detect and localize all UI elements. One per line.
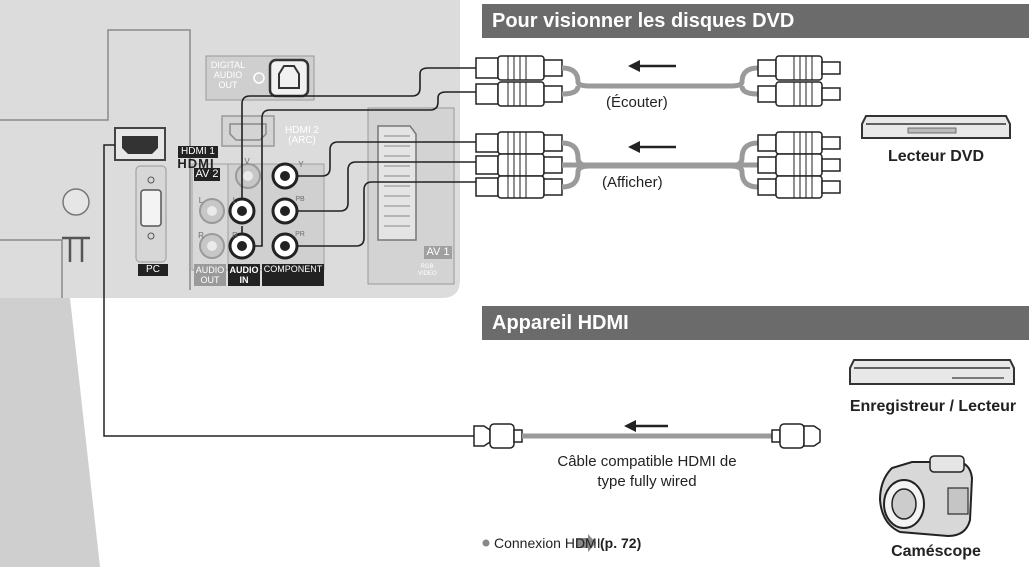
hdmi2-label-line1: HDMI 2: [285, 125, 319, 136]
jack-pr-label: PR: [295, 231, 305, 238]
audio-in-label: AUDIO IN: [228, 264, 260, 286]
recorder-icon: [849, 359, 1015, 385]
audio-in-label-line2: IN: [239, 275, 249, 285]
camcorder-label: Caméscope: [891, 543, 981, 560]
jack-y-label: Y: [298, 160, 304, 169]
av1-sub-label: RGB VIDEO: [418, 264, 437, 278]
av1-scart-port: [377, 125, 417, 241]
hdmi1-label: HDMI 1: [178, 146, 218, 158]
jack-pb-label: PB: [295, 196, 305, 203]
jack-r-out-label: R: [198, 231, 204, 240]
jack-r-in-label: R: [232, 231, 238, 240]
digital-audio-out-label-line1: DIGITAL: [210, 60, 246, 70]
component-plugs-left: [475, 131, 563, 199]
hdmi-connection-note: Connexion HDMI: [494, 535, 601, 551]
av2-label: AV 2: [194, 168, 220, 181]
dvd-player-label: Lecteur DVD: [887, 148, 985, 165]
note-arrow-icon: [576, 534, 596, 552]
hdmi-cable-label-line1: Câble compatible HDMI de: [557, 453, 737, 470]
pc-label: PC: [138, 264, 168, 276]
hdmi2-label: HDMI 2 (ARC): [282, 126, 322, 146]
jack-l-out-label: L: [198, 196, 204, 205]
panel-feet-icon: [62, 236, 90, 262]
hdmi-cable-wire: [103, 144, 474, 437]
panel-outline: [0, 29, 191, 290]
tv-stand-pole: [0, 298, 100, 567]
digital-audio-out-label-line3: OUT: [218, 80, 238, 90]
digital-audio-out-label-line2: AUDIO: [213, 70, 243, 80]
av1-sub-label-video: VIDEO: [418, 271, 437, 277]
audio-direction-arrow-icon: [628, 60, 676, 72]
camcorder-icon: [878, 455, 974, 538]
dvd-player-icon: [861, 115, 1011, 139]
audio-plugs-right: [757, 55, 841, 107]
digital-audio-out-label: DIGITAL AUDIO OUT: [208, 60, 248, 90]
hdmi-cable-label: Câble compatible HDMI de type fully wire…: [528, 452, 766, 492]
optical-arrow-icon: [253, 72, 265, 84]
component-direction-arrow-icon: [628, 141, 676, 153]
jack-v-label: V: [244, 157, 250, 166]
component-plugs-right: [757, 131, 841, 199]
listen-label: (Écouter): [606, 94, 668, 111]
hdmi2-label-line2: (ARC): [288, 135, 316, 146]
av1-sub-label-rgb: RGB: [420, 264, 434, 270]
hdmi-plug-left: [473, 423, 523, 449]
note-page-reference: (p. 72): [600, 535, 642, 551]
audio-plugs-left: [475, 55, 563, 107]
dvd-section-header: Pour visionner les disques DVD: [482, 4, 1029, 38]
jack-l-in-label: L: [232, 196, 238, 205]
tv-back-panel: [0, 0, 460, 298]
hdmi-plug-right: [771, 423, 821, 449]
component-cable: [561, 140, 759, 190]
panel-knob: [62, 188, 90, 216]
audio-out-label: AUDIO OUT: [194, 264, 226, 286]
recorder-player-label: Enregistreur / Lecteur: [849, 398, 1017, 415]
audio-cable: [561, 65, 759, 97]
audio-in-label-line1: AUDIO: [229, 265, 259, 275]
hdmi-section-header: Appareil HDMI: [482, 306, 1029, 340]
audio-out-label-line2: OUT: [200, 275, 220, 285]
hdmi-cable-label-line2: type fully wired: [597, 473, 697, 490]
note-bullet-icon: [482, 539, 490, 547]
audio-out-label-line1: AUDIO: [195, 265, 225, 275]
av1-label: AV 1: [424, 246, 452, 259]
hdmi-logo: HDMI: [177, 156, 215, 171]
component-label: COMPONENT: [262, 264, 324, 286]
view-label: (Afficher): [602, 174, 663, 191]
hdmi-direction-arrow-icon: [624, 420, 668, 432]
hdmi-connection-note-text: Connexion HDMI: [494, 535, 601, 551]
panel-step: [0, 239, 63, 298]
